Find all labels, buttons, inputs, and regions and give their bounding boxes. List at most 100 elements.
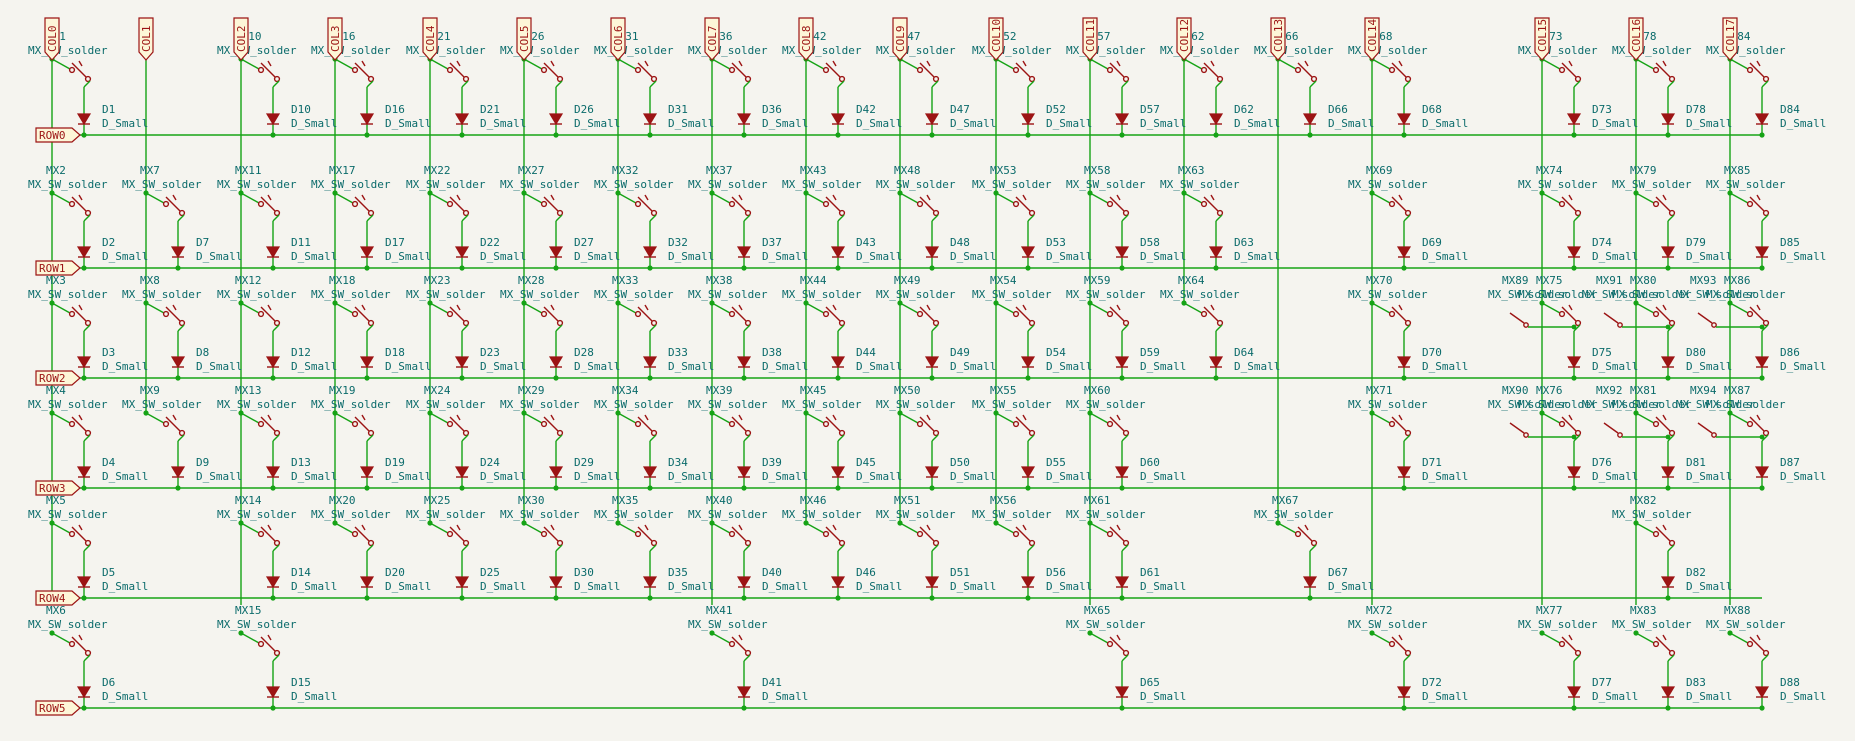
switch-mx18[interactable]: [334, 302, 375, 327]
diode-d48[interactable]: [924, 246, 940, 259]
switch-mx30[interactable]: [523, 522, 564, 547]
diode-d21[interactable]: [454, 113, 470, 126]
diode-d15[interactable]: [265, 686, 281, 699]
switch-mx46[interactable]: [805, 522, 846, 547]
switch-mx32[interactable]: [617, 192, 658, 217]
diode-d61[interactable]: [1114, 576, 1130, 589]
switch-mx69[interactable]: [1371, 192, 1412, 217]
switch-mx42[interactable]: [805, 58, 846, 83]
diode-d31[interactable]: [642, 113, 658, 126]
diode-d73[interactable]: [1566, 113, 1582, 126]
diode-d53[interactable]: [1020, 246, 1036, 259]
switch-mx50[interactable]: [899, 412, 940, 437]
switch-mx15[interactable]: [240, 632, 281, 657]
diode-d28[interactable]: [548, 356, 564, 369]
diode-d51[interactable]: [924, 576, 940, 589]
diode-d72[interactable]: [1396, 686, 1412, 699]
switch-mx12[interactable]: [240, 302, 281, 327]
diode-d45[interactable]: [830, 466, 846, 479]
diode-d86[interactable]: [1754, 356, 1770, 369]
diode-d33[interactable]: [642, 356, 658, 369]
diode-d78[interactable]: [1660, 113, 1676, 126]
switch-mx57[interactable]: [1089, 58, 1130, 83]
switch-mx21[interactable]: [429, 58, 470, 83]
diode-d40[interactable]: [736, 576, 752, 589]
switch-mx66[interactable]: [1277, 58, 1318, 83]
diode-d6[interactable]: [76, 686, 92, 699]
switch-mx29[interactable]: [523, 412, 564, 437]
switch-mx56[interactable]: [995, 522, 1036, 547]
diode-d50[interactable]: [924, 466, 940, 479]
switch-mx33[interactable]: [617, 302, 658, 327]
diode-d18[interactable]: [359, 356, 375, 369]
diode-d47[interactable]: [924, 113, 940, 126]
diode-d10[interactable]: [265, 113, 281, 126]
switch-mx16[interactable]: [334, 58, 375, 83]
diode-d68[interactable]: [1396, 113, 1412, 126]
diode-d80[interactable]: [1660, 356, 1676, 369]
switch-mx54[interactable]: [995, 302, 1036, 327]
diode-d26[interactable]: [548, 113, 564, 126]
switch-mx22[interactable]: [429, 192, 470, 217]
switch-mx63[interactable]: [1183, 192, 1224, 217]
diode-d3[interactable]: [76, 356, 92, 369]
switch-mx85[interactable]: [1729, 192, 1770, 217]
diode-d30[interactable]: [548, 576, 564, 589]
switch-mx20[interactable]: [334, 522, 375, 547]
switch-mx74[interactable]: [1541, 192, 1582, 217]
switch-mx58[interactable]: [1089, 192, 1130, 217]
diode-d27[interactable]: [548, 246, 564, 259]
switch-mx28[interactable]: [523, 302, 564, 327]
switch-mx26[interactable]: [523, 58, 564, 83]
switch-mx81[interactable]: [1635, 412, 1676, 437]
diode-d2[interactable]: [76, 246, 92, 259]
diode-d56[interactable]: [1020, 576, 1036, 589]
switch-mx10[interactable]: [240, 58, 281, 83]
diode-d84[interactable]: [1754, 113, 1770, 126]
switch-mx51[interactable]: [899, 522, 940, 547]
diode-d17[interactable]: [359, 246, 375, 259]
diode-d65[interactable]: [1114, 686, 1130, 699]
switch-mx76[interactable]: [1541, 412, 1582, 437]
diode-d52[interactable]: [1020, 113, 1036, 126]
switch-mx40[interactable]: [711, 522, 752, 547]
diode-d74[interactable]: [1566, 246, 1582, 259]
switch-mx36[interactable]: [711, 58, 752, 83]
diode-d34[interactable]: [642, 466, 658, 479]
switch-mx88[interactable]: [1729, 632, 1770, 657]
diode-d29[interactable]: [548, 466, 564, 479]
switch-mx84[interactable]: [1729, 58, 1770, 83]
switch-mx71[interactable]: [1371, 412, 1412, 437]
diode-d71[interactable]: [1396, 466, 1412, 479]
diode-d81[interactable]: [1660, 466, 1676, 479]
switch-mx62[interactable]: [1183, 58, 1224, 83]
diode-d85[interactable]: [1754, 246, 1770, 259]
switch-mx60[interactable]: [1089, 412, 1130, 437]
switch-mx19[interactable]: [334, 412, 375, 437]
switch-mx65[interactable]: [1089, 632, 1130, 657]
switch-mx55[interactable]: [995, 412, 1036, 437]
diode-d77[interactable]: [1566, 686, 1582, 699]
switch-mx7[interactable]: [145, 192, 186, 217]
diode-d12[interactable]: [265, 356, 281, 369]
diode-d4[interactable]: [76, 466, 92, 479]
switch-mx72[interactable]: [1371, 632, 1412, 657]
switch-mx67[interactable]: [1277, 522, 1318, 547]
switch-mx77[interactable]: [1541, 632, 1582, 657]
switch-mx35[interactable]: [617, 522, 658, 547]
diode-d63[interactable]: [1208, 246, 1224, 259]
switch-mx49[interactable]: [899, 302, 940, 327]
diode-d25[interactable]: [454, 576, 470, 589]
diode-d64[interactable]: [1208, 356, 1224, 369]
diode-d20[interactable]: [359, 576, 375, 589]
switch-mx53[interactable]: [995, 192, 1036, 217]
switch-mx39[interactable]: [711, 412, 752, 437]
switch-mx45[interactable]: [805, 412, 846, 437]
switch-mx59[interactable]: [1089, 302, 1130, 327]
switch-mx79[interactable]: [1635, 192, 1676, 217]
switch-mx27[interactable]: [523, 192, 564, 217]
